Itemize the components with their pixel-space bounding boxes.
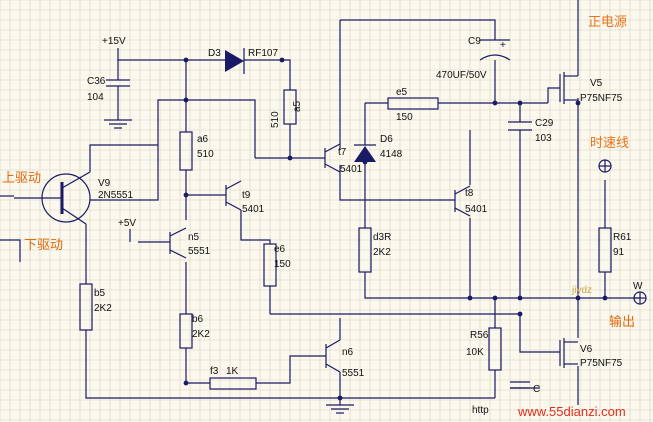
diode-d3: D3 RF107: [208, 48, 278, 74]
b5-value: 2K2: [94, 303, 112, 314]
c36-value: 104: [87, 92, 104, 103]
d3-ref: D3: [208, 48, 221, 59]
f3-ref: f3: [210, 366, 219, 377]
d3r-ref: d3R: [373, 232, 391, 243]
diode-d6: D6 4148: [354, 134, 403, 162]
v5-supply-label: +5V: [118, 218, 136, 229]
t7-value: 5401: [340, 164, 363, 175]
n6-ref: n6: [342, 347, 354, 358]
speed-line-label: 时速线: [590, 136, 629, 151]
site-url: www.55dianzi.com: [517, 404, 626, 419]
e6-value: 150: [274, 259, 291, 270]
v5-value: P75NF75: [580, 93, 623, 104]
c29-value: 103: [535, 133, 552, 144]
upper-drive-label: 上驱动: [2, 171, 41, 186]
n5-ref: n5: [188, 232, 200, 243]
v9-ref: V9: [98, 178, 111, 189]
capacitor-c29: C29 103: [508, 118, 554, 144]
c9-value: 470UF/50V: [436, 70, 487, 81]
d6-ref: D6: [380, 134, 393, 145]
e5-value: 150: [396, 112, 413, 123]
v6-ref: V6: [580, 344, 593, 355]
resistor-e6: e6 150: [263, 243, 291, 287]
c36-ref: C36: [87, 76, 106, 87]
d6-value: 4148: [380, 149, 403, 160]
resistor-d3r: d3R 2K2: [358, 227, 391, 273]
t8-value: 5401: [465, 204, 488, 215]
d3r-value: 2K2: [373, 247, 391, 258]
ground-symbol: [326, 404, 354, 414]
r61-value: 91: [613, 247, 625, 258]
transistor-t9: t9 5401: [225, 180, 265, 215]
c29-ref: C29: [535, 118, 554, 129]
b6-ref: b6: [192, 314, 204, 325]
c-lower-ref: C: [533, 384, 540, 395]
resistor-r56: R56 10K: [466, 327, 502, 371]
resistor-a6: a6 510: [179, 131, 214, 171]
mosfet-v6: V6 P75NF75: [559, 338, 623, 369]
http-label: http: [472, 405, 489, 416]
b5-ref: b5: [94, 288, 106, 299]
terminal-speed-line: [598, 159, 612, 173]
f3-value: 1K: [226, 366, 239, 377]
resistor-e5: e5 150: [387, 87, 439, 123]
capacitor-c36: C36 104: [87, 76, 132, 129]
e5-ref: e5: [396, 87, 408, 98]
v5-ref: V5: [590, 78, 603, 89]
t9-value: 5401: [242, 204, 265, 215]
c9-ref: C9: [468, 36, 481, 47]
t9-ref: t9: [242, 190, 251, 201]
d3-value: RF107: [248, 48, 278, 59]
a5-ref: a5: [292, 100, 303, 112]
output-label: 输出: [609, 314, 635, 330]
resistor-f3: f3 1K: [209, 366, 257, 390]
a6-ref: a6: [197, 134, 209, 145]
capacitor-c9: C9 + 470UF/50V: [436, 36, 511, 81]
a6-value: 510: [197, 149, 214, 160]
r56-ref: R56: [470, 330, 489, 341]
t8-ref: t8: [465, 188, 474, 199]
resistor-r61: R61 91: [598, 227, 632, 273]
b6-value: 2K2: [192, 329, 210, 340]
resistor-b5: b5 2K2: [79, 283, 112, 331]
capacitor-c-lower: C: [510, 381, 540, 395]
transistor-n6: n6 5551: [325, 339, 365, 414]
n6-value: 5551: [342, 368, 365, 379]
t7-ref: t7: [338, 147, 347, 158]
junctions: [183, 57, 608, 401]
w-label: W: [633, 281, 643, 292]
watermark-jiydz: jiydz: [571, 285, 592, 296]
transistor-n5: n5 5551: [169, 227, 211, 259]
positive-supply-label: 正电源: [588, 15, 627, 30]
r61-ref: R61: [613, 232, 632, 243]
transistor-v9: V9 2N5551: [14, 171, 133, 225]
resistor-a5: 510 a5: [270, 89, 303, 128]
v6-value: P75NF75: [580, 358, 623, 369]
v9-value: 2N5551: [98, 190, 133, 201]
a5-value: 510: [270, 111, 281, 128]
terminal-w-output: W: [633, 281, 647, 305]
n5-value: 5551: [188, 246, 211, 257]
r56-value: 10K: [466, 347, 484, 358]
mosfet-v5: V5 P75NF75: [559, 70, 623, 104]
lower-drive-label: 下驱动: [24, 238, 63, 253]
v15-label: +15V: [102, 36, 126, 47]
ground-symbol: [104, 119, 132, 129]
e6-ref: e6: [274, 244, 286, 255]
resistor-b6: b6 2K2: [179, 313, 210, 349]
transistor-t7: t7 5401: [324, 143, 363, 175]
c9-plus: +: [500, 40, 506, 51]
transistor-t8: t8 5401: [454, 185, 488, 217]
